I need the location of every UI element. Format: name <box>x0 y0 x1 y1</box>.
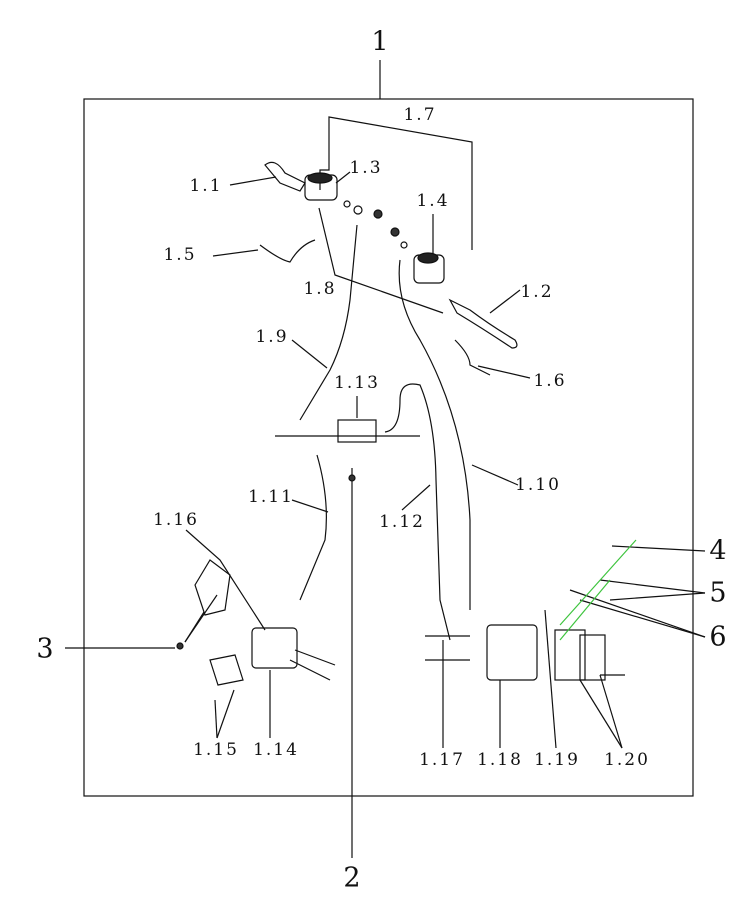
label-1-1: 1.1 <box>189 176 223 196</box>
label-1: 1 <box>371 26 389 58</box>
label-1-11: 1.11 <box>248 487 294 507</box>
left-caliper <box>176 559 336 686</box>
label-1-8: 1.8 <box>303 279 337 299</box>
right-caliper <box>425 624 625 681</box>
assembly-frame <box>83 98 694 797</box>
label-4: 4 <box>709 535 727 567</box>
brake-hoses <box>259 224 491 641</box>
label-5: 5 <box>709 577 727 609</box>
label-2: 2 <box>343 862 361 894</box>
label-1-12: 1.12 <box>379 512 425 532</box>
label-1-17: 1.17 <box>419 750 465 770</box>
master-cylinder-right <box>390 227 518 349</box>
hose-junction <box>275 419 420 482</box>
label-1-14: 1.14 <box>253 740 299 760</box>
leader-lines <box>65 60 706 858</box>
label-1-18: 1.18 <box>477 750 523 770</box>
label-1-13: 1.13 <box>334 373 380 393</box>
label-1-19: 1.19 <box>534 750 580 770</box>
label-1-3: 1.3 <box>349 158 383 178</box>
highlighted-bolts <box>559 539 637 641</box>
label-1-2: 1.2 <box>520 282 554 302</box>
label-1-6: 1.6 <box>533 371 567 391</box>
label-3: 3 <box>36 633 54 665</box>
label-1-5: 1.5 <box>163 245 197 265</box>
label-6: 6 <box>709 621 727 653</box>
label-1-16: 1.16 <box>153 510 199 530</box>
label-1-10: 1.10 <box>515 475 561 495</box>
label-1-9: 1.9 <box>255 327 289 347</box>
label-1-15: 1.15 <box>193 740 239 760</box>
master-cylinder-left <box>264 161 383 219</box>
label-1-7: 1.7 <box>403 105 437 125</box>
label-1-20: 1.20 <box>604 750 650 770</box>
label-1-4: 1.4 <box>416 191 450 211</box>
